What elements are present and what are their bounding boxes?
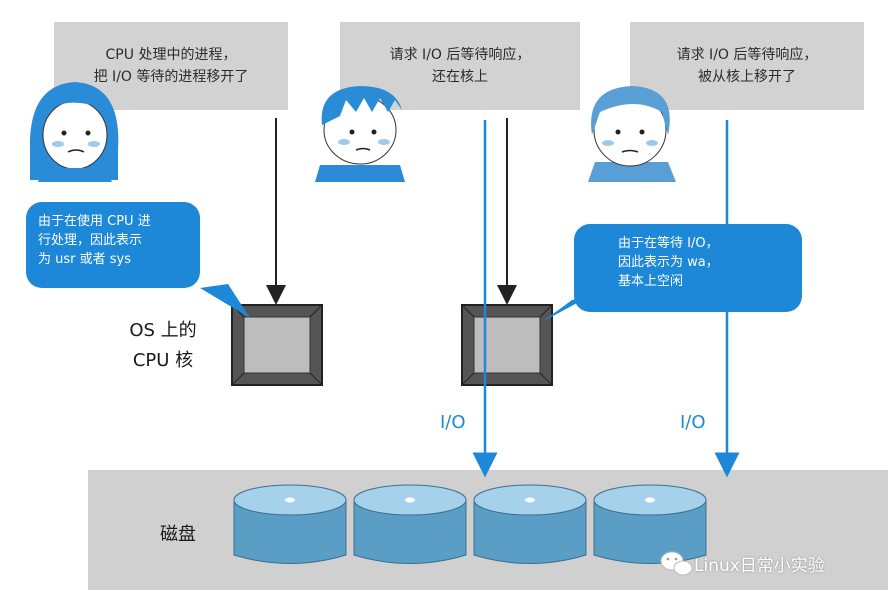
note-usr-sys: 由于在使用 CPU 进 行处理，因此表示 为 usr 或者 sys (26, 202, 200, 288)
person-short-hair-icon (588, 86, 676, 182)
io-label-1: I/O (440, 412, 466, 433)
note-1-line-2: 行处理，因此表示 (38, 231, 188, 250)
disk-icon-1 (234, 485, 346, 564)
disk-icon-2 (354, 485, 466, 564)
disk-icon-3 (474, 485, 586, 564)
watermark: Linux日常小实验 (694, 551, 825, 576)
person-man-spiky-hair-icon (315, 86, 405, 182)
io-label-2: I/O (680, 412, 706, 433)
note-1-tail (200, 284, 250, 318)
cpu-core-label-line-2: CPU 核 (108, 346, 218, 376)
cpu-core-icon-2 (462, 305, 552, 385)
note-wa-idle: 由于在等待 I/O， 因此表示为 wa， 基本上空闲 (574, 224, 802, 312)
note-2-line-1: 由于在等待 I/O， (618, 234, 790, 253)
cpu-core-icon-1 (232, 305, 322, 385)
cpu-core-label-line-1: OS 上的 (108, 316, 218, 346)
disk-icon-4 (594, 485, 706, 564)
disk-label: 磁盘 (160, 520, 196, 546)
note-1-line-3: 为 usr 或者 sys (38, 250, 188, 269)
cpu-core-label: OS 上的 CPU 核 (108, 316, 218, 376)
note-2-line-2: 因此表示为 wa， (618, 253, 790, 272)
person-woman-long-hair-icon (30, 82, 118, 182)
note-2-line-3: 基本上空闲 (618, 272, 790, 291)
note-1-line-1: 由于在使用 CPU 进 (38, 212, 188, 231)
